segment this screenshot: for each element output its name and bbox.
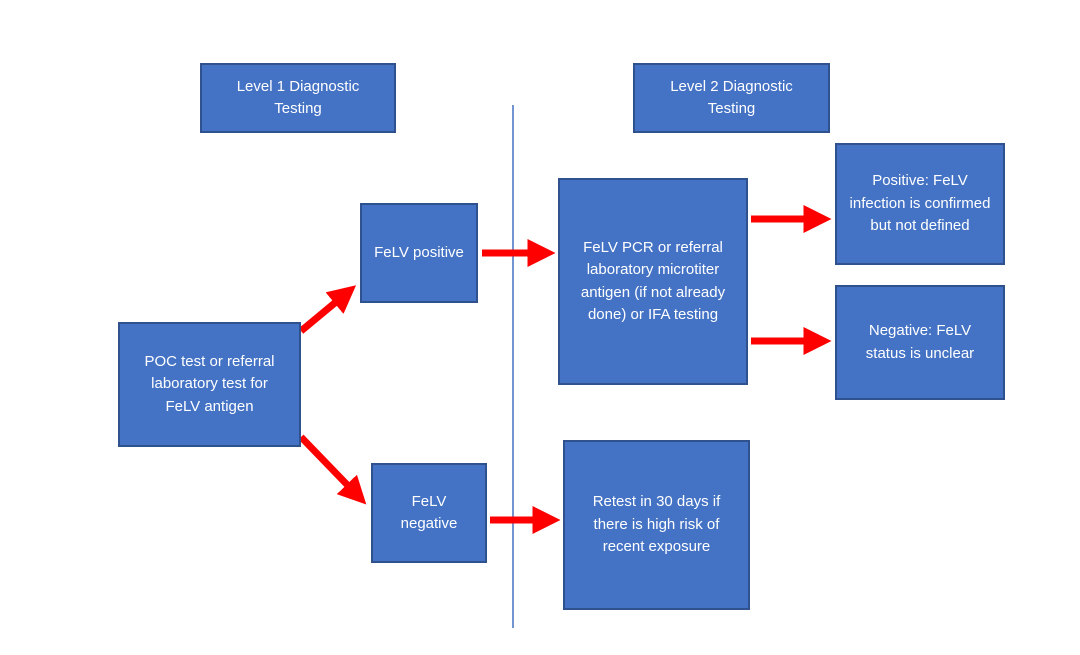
- positive-result-label: Positive: FeLV infection is confirmed bu…: [849, 172, 991, 235]
- positive-result-node: Positive: FeLV infection is confirmed bu…: [835, 143, 1005, 265]
- negative-result-node: Negative: FeLV status is unclear: [835, 285, 1005, 400]
- retest-label: Retest in 30 days if there is high risk …: [592, 493, 721, 556]
- level2-header-box: Level 2 Diagnostic Testing: [633, 63, 830, 133]
- negative-result-label: Negative: FeLV status is unclear: [865, 322, 975, 362]
- poc-test-node: POC test or referral laboratory test for…: [118, 322, 301, 447]
- retest-node: Retest in 30 days if there is high risk …: [563, 440, 750, 610]
- level1-header-box: Level 1 Diagnostic Testing: [200, 63, 396, 133]
- felv-positive-label: FeLV positive: [374, 243, 464, 261]
- pcr-testing-label: FeLV PCR or referral laboratory microtit…: [580, 238, 726, 324]
- felv-positive-node: FeLV positive: [360, 203, 478, 303]
- arrow-poc-to-felv-positive: [298, 285, 357, 334]
- poc-test-label: POC test or referral laboratory test for…: [144, 352, 275, 415]
- level1-header-label: Level 1 Diagnostic Testing: [236, 77, 360, 118]
- pcr-testing-node: FeLV PCR or referral laboratory microtit…: [558, 178, 748, 385]
- felv-negative-node: FeLV negative: [371, 463, 487, 563]
- arrow-poc-to-felv-negative: [298, 434, 367, 505]
- felv-negative-label: FeLV negative: [400, 492, 458, 533]
- level2-header-label: Level 2 Diagnostic Testing: [670, 77, 793, 118]
